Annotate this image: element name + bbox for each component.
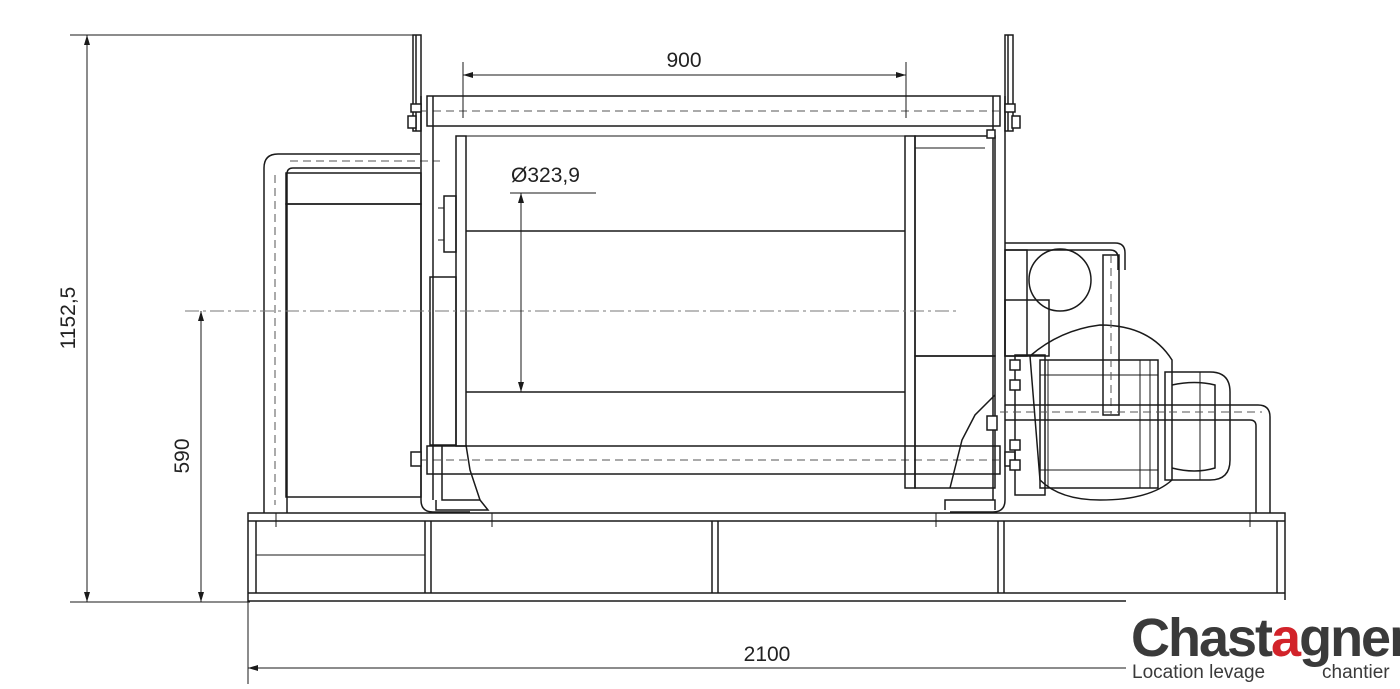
dimension-total-height: 1152,5 [57,34,417,603]
logo-tagline-right: chantier [1322,662,1390,683]
drum-frame [407,34,1021,513]
dimension-label-length: 2100 [744,643,791,666]
base-frame [247,512,1286,602]
logo-text: Chastagner [1131,608,1400,668]
dimension-drum-length: 900 [462,49,907,118]
drum-flanges [429,129,998,511]
logo-tagline-left: Location levage [1132,662,1265,683]
drum-barrel [185,230,960,393]
motor-unit [1000,242,1271,513]
dimension-drum-diameter: Ø323,9 [510,164,596,392]
dimension-label-axis: 590 [171,438,194,473]
dimension-label-height: 1152,5 [57,287,80,350]
dimension-label-diameter: Ø323,9 [511,164,580,187]
brand-logo: Chastagner Location levage chantier [1126,600,1400,688]
dimension-label-900: 900 [666,49,701,72]
dimension-axis-height: 590 [171,311,204,602]
